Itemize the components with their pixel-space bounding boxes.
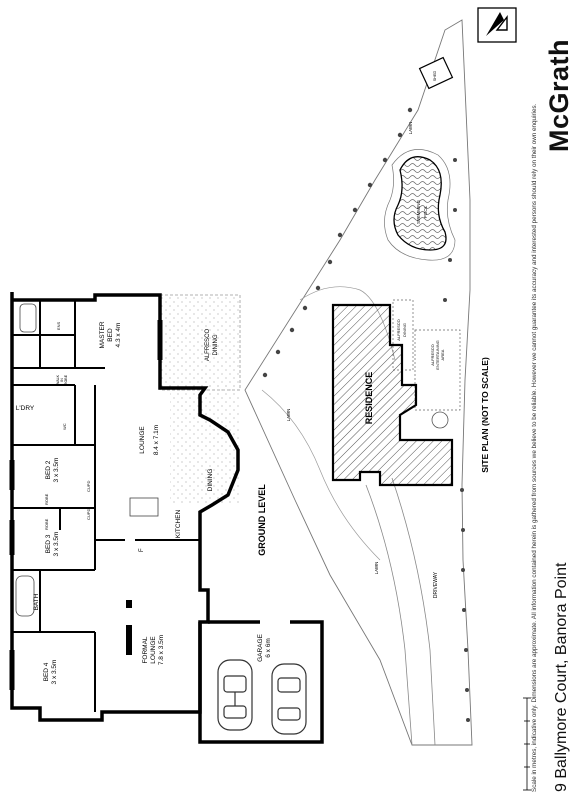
room-dimensions: 6 x 6m	[265, 638, 272, 658]
room-label: IN	[60, 378, 64, 382]
room-dining: DINING	[207, 469, 214, 492]
lawn-label: LAWN	[374, 562, 379, 575]
car-icon	[217, 659, 253, 731]
residence-label: RESIDENCE	[364, 372, 374, 425]
room-bed3: BED 3 3 x 3.5m	[45, 532, 60, 557]
room-label: ALFRESCO	[205, 328, 211, 361]
room-wc: WC	[62, 423, 67, 430]
shed	[418, 56, 454, 90]
room-robe: ROBE	[44, 518, 49, 530]
room-dimensions: 3 x 3.5m	[51, 660, 58, 685]
room-dimensions: 3 x 3.5m	[53, 458, 60, 483]
room-robe: ROBE	[44, 493, 49, 505]
car-icon	[271, 663, 307, 735]
room-label: FORMAL	[142, 636, 149, 663]
scale-bar	[523, 697, 531, 791]
lawn-label: LAWN	[408, 122, 413, 135]
ensuite-bathtub	[19, 303, 37, 333]
site-plan-labels: RESIDENCE SWIMMING POOL ALFRESCO DINING …	[286, 70, 490, 598]
room-label: BED 2	[45, 460, 52, 479]
pool-label: POOL	[423, 205, 428, 218]
feature-circle	[431, 411, 449, 429]
room-garage: GARAGE 6 x 6m	[257, 633, 272, 661]
fridge-label: F	[139, 548, 145, 552]
north-compass-icon	[477, 7, 517, 43]
site-plan	[244, 19, 473, 746]
property-address: 9 Ballymore Court, Banora Point	[553, 562, 570, 792]
room-dimensions: 7.8 x 3.5m	[158, 635, 165, 665]
residence-footprint	[331, 303, 454, 487]
kitchen-island	[129, 497, 159, 517]
driveway	[365, 484, 413, 746]
site-label: ALFRESCO	[430, 344, 435, 366]
room-alfresco-dining: ALFRESCO DINING	[205, 328, 219, 361]
room-label: BED 3	[45, 534, 52, 553]
room-label: DINING	[213, 334, 219, 355]
room-label: LOUNGE	[150, 636, 157, 664]
site-alfresco-entertaining	[414, 329, 461, 411]
room-label: BED	[107, 328, 114, 342]
swimming-pool	[393, 156, 447, 251]
room-kitchen: KITCHEN	[175, 509, 182, 538]
room-bath: BATH	[33, 593, 40, 610]
room-lounge: LOUNGE 8.4 x 7.1m	[139, 425, 160, 455]
site-alfresco-entertaining-label: ALFRESCO ENTERTAINING AREA	[430, 340, 445, 369]
room-ensuite: ENS	[56, 321, 61, 330]
lawn-label: LAWN	[286, 409, 291, 422]
formal-lounge-column	[126, 625, 132, 655]
garden-bed	[261, 389, 381, 561]
shrubs	[262, 107, 470, 722]
room-label: WALK	[56, 374, 60, 385]
floor-plan-labels: MASTER BED 4.3 x 4m WALK IN ROBE ENS ALF…	[16, 321, 272, 684]
windows	[9, 320, 163, 690]
shed-label: SHED	[433, 70, 437, 81]
room-dimensions: 8.4 x 7.1m	[153, 425, 160, 455]
interior-walls	[12, 300, 200, 712]
site-alfresco-dining-label: ALFRESCO DINING	[396, 319, 407, 341]
room-master-bed: MASTER BED 4.3 x 4m	[99, 321, 122, 348]
room-dimensions: 3 x 3.5m	[53, 532, 60, 557]
site-plan-title: SITE PLAN (NOT TO SCALE)	[480, 357, 490, 473]
site-label: ENTERTAINING	[435, 340, 440, 369]
alfresco-paving	[159, 294, 241, 391]
pool-label: SWIMMING	[416, 200, 421, 224]
room-bed4: BED 4 3 x 3.5m	[43, 660, 58, 685]
house-outer-walls	[10, 292, 240, 722]
disclaimer-text: Scale in metres, indicative only. Dimens…	[531, 103, 538, 792]
brand-logo: McGrath	[544, 38, 574, 152]
driveway-label: DRIVEWAY	[433, 571, 439, 598]
ground-level-title: GROUND LEVEL	[257, 484, 267, 556]
driveway	[391, 477, 436, 746]
room-bed2: BED 2 3 x 3.5m	[45, 458, 60, 483]
garage-walls	[198, 620, 324, 744]
room-cupboard: CUPD	[86, 509, 91, 520]
room-formal-lounge: FORMAL LOUNGE 7.8 x 3.5m	[142, 635, 165, 665]
room-label: BED 4	[43, 662, 50, 681]
room-walk-in-robe: WALK IN ROBE	[56, 374, 68, 385]
site-label: DINING	[402, 323, 407, 337]
bath-tub	[15, 575, 35, 617]
formal-lounge-column	[126, 600, 132, 608]
dining-paving	[170, 385, 240, 505]
room-label: LOUNGE	[139, 426, 146, 454]
room-label: GARAGE	[257, 633, 264, 661]
room-dimensions: 4.3 x 4m	[115, 323, 122, 348]
swimming-pool-label: SWIMMING POOL	[416, 200, 428, 224]
room-label: ROBE	[64, 374, 68, 385]
site-label: AREA	[440, 349, 445, 360]
site-label: ALFRESCO	[396, 319, 401, 341]
room-label: MASTER	[99, 321, 106, 348]
room-cupboard: CUPD	[86, 481, 91, 492]
room-laundry: L'DRY	[16, 405, 35, 412]
pool-surround	[384, 149, 456, 261]
ground-level-plan	[9, 292, 324, 744]
